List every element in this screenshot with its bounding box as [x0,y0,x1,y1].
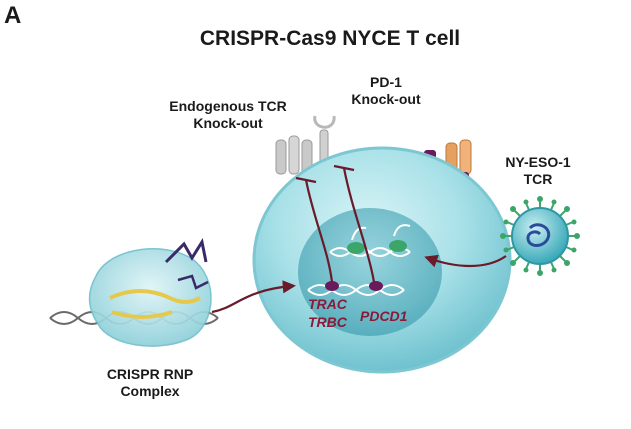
tcr-transduction-arrow-icon [424,254,507,268]
panel-label: A [4,2,22,29]
gene-pdcd1: PDCD1 [360,308,408,324]
ny-eso1-tcr-label: NY-ESO-1 TCR [505,154,571,187]
endogenous-tcr-label: Endogenous TCR Knock-out [169,98,287,131]
transcribed-dna-icon [325,224,411,291]
pd1-label: PD-1 Knock-out [351,74,421,107]
gene-labels-trac-trbc: TRAC TRBC [308,296,347,331]
knockout-line-icon [295,164,376,283]
nucleus-icon [298,208,442,336]
gene-trbc: TRBC [308,313,347,330]
rnp-delivery-arrow-icon [211,280,296,314]
gene-trac: TRAC [308,296,347,312]
diagram-title: CRISPR-Cas9 NYCE T cell [199,27,461,50]
virus-icon [500,196,580,276]
endogenous-receptor-icon [275,135,313,175]
rnp-complex-label: CRISPR RNP Complex [106,366,194,399]
cas9-complex-icon [49,238,219,347]
